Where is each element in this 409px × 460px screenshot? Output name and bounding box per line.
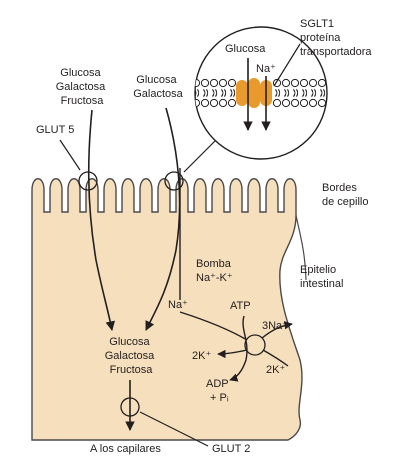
epithelium-label: Epitelio intestinal <box>300 264 343 290</box>
sglt1-label: SGLT1 proteína transportadora <box>300 18 372 58</box>
lipid-tail <box>302 89 308 98</box>
arrow-sugars-mid <box>145 107 181 331</box>
sglt1-channel-icon <box>164 171 184 191</box>
lipid-head <box>281 98 291 108</box>
lipid-head <box>317 78 327 88</box>
lipid-tail <box>320 89 326 98</box>
lipid-head <box>200 98 210 108</box>
sugars-bottom-label: Glucosa Galactosa Fructosa <box>105 336 158 376</box>
lipid-head <box>281 78 291 88</box>
lipid-head <box>209 98 219 108</box>
inset-pointer <box>183 139 217 173</box>
inset-membrane <box>195 78 327 108</box>
lipid-head <box>290 78 300 88</box>
lipid-tail <box>284 89 290 98</box>
glut2-channel-icon <box>120 397 140 417</box>
epithelial-cell <box>31 178 303 441</box>
lipid-head <box>218 78 228 88</box>
capillaries-label: A los capilares <box>90 443 161 455</box>
lipid-head <box>200 78 210 88</box>
na-in-label: Na⁺ <box>168 299 188 311</box>
lipid-head <box>308 98 318 108</box>
lipid-tail <box>212 89 218 98</box>
arrow-na-to-pump <box>179 311 248 341</box>
lipid-tail <box>311 89 317 98</box>
lipid-tail <box>293 89 299 98</box>
lipid-head <box>209 78 219 88</box>
adp-label: ADP + Pᵢ <box>206 378 231 404</box>
lipid-tail <box>203 89 209 98</box>
lipid-tail <box>221 89 227 98</box>
sugars-mid-label: Glucosa Galactosa <box>133 74 183 100</box>
na-k-pump-icon <box>244 334 266 356</box>
glut2-pointer <box>139 411 209 447</box>
lipid-head <box>227 98 237 108</box>
sglt1-pointer <box>273 43 301 87</box>
inset-glucose-label: Glucosa <box>225 43 266 55</box>
lipid-head <box>299 78 309 88</box>
glut5-pointer <box>59 139 81 171</box>
sglt1-protein-left <box>236 80 248 106</box>
arrow-sugars-left <box>87 109 116 331</box>
lipid-tail <box>230 89 236 98</box>
pump-label: Bomba Na⁺-K⁺ <box>196 258 234 284</box>
k-in-label: 2K⁺ <box>192 350 211 362</box>
arrow-k-in <box>217 349 248 359</box>
na-out-label: 3Na⁺ <box>262 320 288 332</box>
lipid-tail <box>275 89 281 98</box>
glut5-channel-icon <box>78 171 98 191</box>
glut2-label: GLUT 2 <box>212 443 250 455</box>
lipid-tail <box>195 89 200 98</box>
lipid-head <box>317 98 327 108</box>
atp-label: ATP <box>230 300 251 312</box>
glut5-label: GLUT 5 <box>36 124 74 136</box>
sugars-left-label: Glucosa Galactosa Fructosa <box>56 67 109 107</box>
lipid-head <box>290 98 300 108</box>
lipid-head <box>227 78 237 88</box>
arrow-k-in-from-outside <box>262 349 289 367</box>
lipid-head <box>218 98 228 108</box>
arrow-na-out <box>261 321 293 339</box>
lipid-head <box>308 78 318 88</box>
lateral-membrane <box>295 214 307 281</box>
inset-na-label: Na⁺ <box>256 63 276 75</box>
k-out-label: 2K⁺ <box>266 364 285 376</box>
sglt1-protein-mid <box>248 78 260 108</box>
brush-border-label: Bordes de cepillo <box>322 182 368 208</box>
lipid-head <box>272 98 282 108</box>
lipid-head <box>299 98 309 108</box>
arrow-atp-to-adp <box>229 315 248 382</box>
